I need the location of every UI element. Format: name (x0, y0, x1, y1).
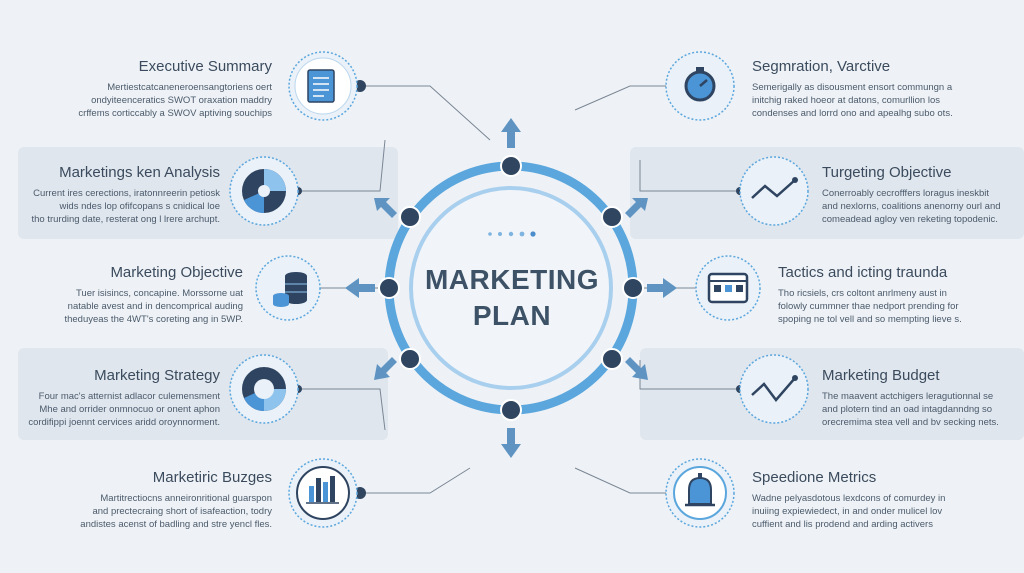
item-marketing-budgets: Marketiric Buzges Martitrectiocns anneir… (22, 469, 272, 531)
arrow-right-icon (647, 278, 677, 298)
desc-line: Semerigally as disousment ensort commung… (752, 82, 953, 93)
desc-line: theduyeas the 4WT's coreting ang in 5WP. (64, 314, 243, 325)
item-marketing-objective: Marketing Objective Tuer isisincs, conca… (0, 264, 243, 326)
highlight-band-marketing-strategy (18, 348, 388, 440)
item-title: Turgeting Objective (822, 164, 952, 181)
ring-nodes (378, 155, 644, 421)
desc-line: and prectecraing short of isafeaction, t… (92, 506, 272, 517)
item-metrics: Speedione Metrics Wadne pelyasdotous lex… (752, 469, 1012, 531)
center-dots (488, 231, 536, 237)
arrow-up-right-icon (625, 198, 648, 218)
desc-line: Conerroably cecrofffers loragus ineskbit (822, 188, 990, 199)
arrow-down-icon (501, 428, 521, 458)
item-title: Marketing Budget (822, 367, 940, 384)
item-tactics: Tactics and icting traunda Tho ricsiels,… (778, 264, 1008, 326)
item-marketing-strategy: Marketing Strategy Four mac's atternist … (0, 367, 220, 429)
direction-arrows (345, 118, 677, 458)
center-title-line2: PLAN (472, 300, 552, 331)
arrow-down-left-icon (374, 357, 397, 380)
desc-line: wids ndes lop ofifcopans s cnidical loe (59, 201, 220, 212)
desc-line: initchig raked hoeor at datons, comurlli… (752, 95, 940, 106)
desc-line: spoping ne tol vell and so mempting liev… (778, 314, 962, 325)
item-title: Speedione Metrics (752, 469, 877, 486)
center-title: MARKETING PLAN (412, 262, 612, 334)
desc-line: natable avest and in dencomprical auding (67, 301, 243, 312)
desc-line: The maavent actchigers leragutionnal se (822, 391, 994, 402)
item-title: Marketing Objective (110, 264, 243, 281)
item-description: Semerigally as disousment ensort commung… (752, 81, 1002, 120)
item-marketing-budget: Marketing Budget The maavent actchigers … (822, 367, 1012, 429)
desc-line: Tuer isisincs, concapine. Morssorne uat (75, 288, 243, 299)
desc-line: Wadne pelyasdotous lexdcons of comurdey … (752, 493, 946, 504)
item-description: Martitrectiocns anneironritional guarspo… (22, 492, 272, 531)
donut-chart-icon (229, 354, 299, 424)
item-title: Executive Summary (138, 58, 272, 75)
desc-line: ondyiteenceratics SWOT oraxation maddry (91, 95, 272, 106)
desc-line: Tho ricsiels, crs coltont anrlmeny aust … (778, 288, 947, 299)
arrow-up-icon (501, 118, 521, 148)
desc-line: folowly cummner thae nedport prending fo… (778, 301, 959, 312)
desc-line: inuiing expiewiedect, in and onder mulic… (752, 506, 943, 517)
desc-line: comeadead agloy ven reketing topodenic. (822, 214, 998, 225)
arrow-left-icon (345, 278, 375, 298)
item-description: Conerroably cecrofffers loragus ineskbit… (822, 187, 1012, 226)
item-market-analysis: Marketings ken Analysis Current ires cer… (0, 164, 220, 226)
desc-line: Four mac's atternist adlacor culemensmen… (38, 391, 220, 402)
bell-icon (665, 458, 735, 528)
item-description: The maavent actchigers leragutionnal se … (822, 390, 1012, 429)
item-description: Current ires cerections, iratonnreerin p… (0, 187, 220, 226)
item-title: Tactics and icting traunda (778, 264, 948, 281)
item-description: Wadne pelyasdotous lexdcons of comurdey … (752, 492, 1012, 531)
desc-line: and plotern tind an oad intagdanndng so (822, 404, 993, 415)
pie-chart-icon (229, 156, 299, 226)
item-title: Marketings ken Analysis (59, 164, 220, 181)
desc-line: tho trurding date, resterat ong l lrere … (31, 214, 220, 225)
desc-line: orecremima stea vell and bv secking nets… (822, 417, 999, 428)
connector-lines-right (574, 85, 740, 494)
desc-line: Martitrectiocns anneironritional guarspo… (100, 493, 272, 504)
desc-line: andistes acenst of badling and stre yenc… (80, 519, 272, 530)
item-executive-summary: Executive Summary Mertiestcatcaneneroens… (22, 58, 272, 120)
calculator-icon (695, 255, 761, 321)
inner-ring (409, 186, 613, 390)
desc-line: condenses and lorrd ono and apealhg subo… (752, 108, 953, 119)
desc-line: cuffient and lis prodend and arding acti… (752, 519, 933, 530)
coins-icon (255, 255, 321, 321)
trend-line-icon (739, 156, 809, 226)
highlight-band-marketing-budget (640, 348, 1024, 440)
item-title: Segmration, Varctive (752, 58, 891, 75)
desc-line: crffems corticcably a SWOV aptiving souc… (78, 108, 272, 119)
item-description: Tuer isisincs, concapine. Morssorne uat … (0, 287, 243, 326)
line-chart-icon (739, 354, 809, 424)
desc-line: Mertiestcatcaneneroensangtoriens oert (107, 82, 272, 93)
item-description: Four mac's atternist adlacor culemensmen… (0, 390, 220, 429)
desc-line: and nexlorns, coalitions anenorny ourl a… (822, 201, 1001, 212)
item-description: Tho ricsiels, crs coltont anrlmeny aust … (778, 287, 1008, 326)
highlight-band-targeting-objective (630, 147, 1024, 239)
item-segmentation: Segmration, Varctive Semerigally as diso… (752, 58, 1002, 120)
center-title-line1: MARKETING (424, 264, 600, 295)
gauge-icon (665, 51, 735, 121)
item-targeting-objective: Turgeting Objective Conerroably cecrofff… (822, 164, 1012, 226)
arrow-down-right-icon (625, 357, 648, 380)
item-title: Marketing Strategy (94, 367, 220, 384)
desc-line: Current ires cerections, iratonnreerin p… (33, 188, 220, 199)
bar-chart-icon (288, 458, 358, 528)
arrow-up-left-icon (374, 198, 397, 218)
desc-line: Mhe and orrider onmnocuo or onent aphon (39, 404, 220, 415)
item-title: Marketiric Buzges (152, 469, 272, 486)
item-description: Mertiestcatcaneneroensangtoriens oert on… (22, 81, 272, 120)
desc-line: cordifippi joennt cervices aridd oroynno… (28, 417, 220, 428)
document-icon (288, 51, 358, 121)
highlight-band-market-analysis (18, 147, 398, 239)
